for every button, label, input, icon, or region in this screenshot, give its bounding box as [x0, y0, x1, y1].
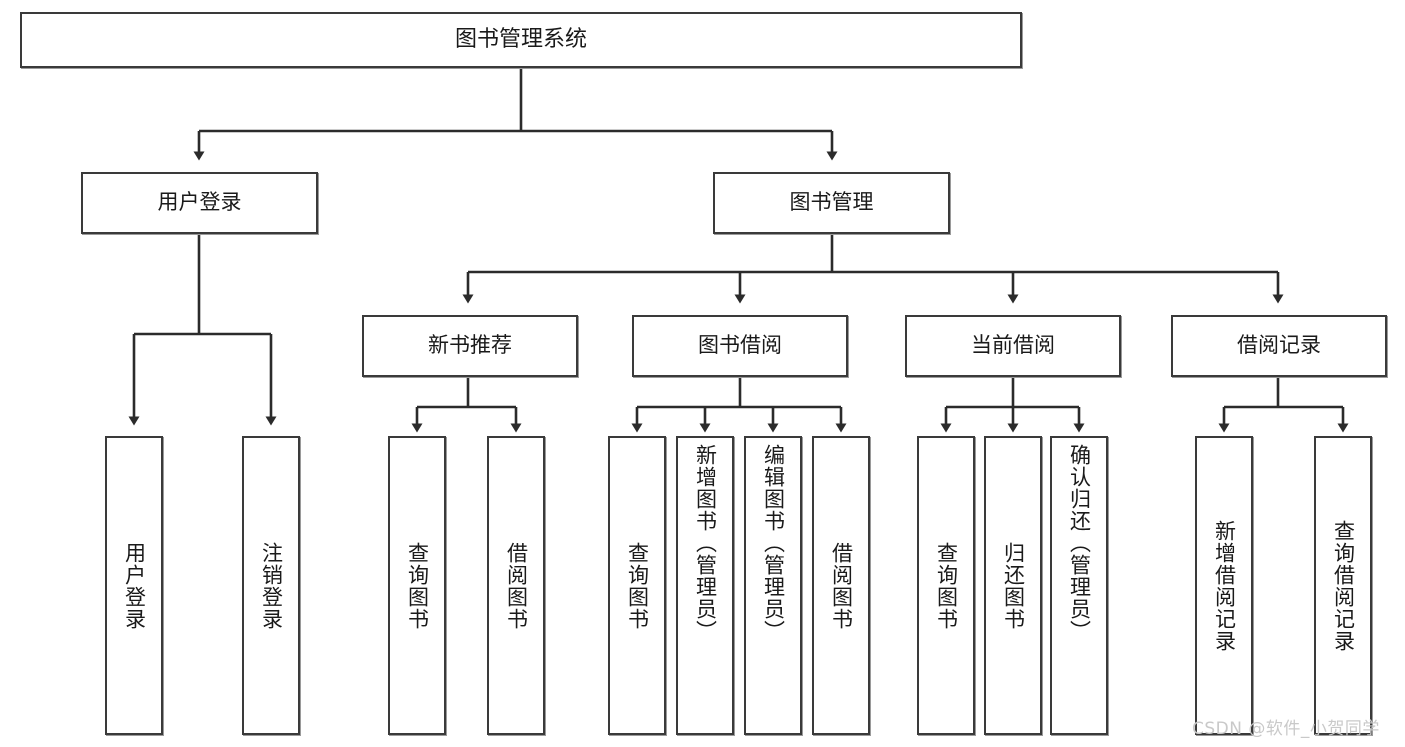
leaf-borrow-book[interactable]: 借阅图书	[812, 436, 870, 735]
leaf-query-book-recommend[interactable]: 查询图书	[388, 436, 446, 735]
leaf-add-borrow-record[interactable]: 新增借阅记录	[1195, 436, 1253, 735]
leaf-user-login[interactable]: 用户登录	[105, 436, 163, 735]
node-book-management[interactable]: 图书管理	[713, 172, 950, 234]
csdn-watermark: CSDN @软件_小贺同学	[1192, 719, 1380, 739]
leaf-user-logout[interactable]: 注销登录	[242, 436, 300, 735]
node-label: 图书管理	[789, 190, 874, 215]
node-label: 用户登录	[122, 541, 147, 630]
leaf-edit-book-admin[interactable]: 编辑图书（管理员）	[744, 436, 802, 735]
leaf-query-book-current[interactable]: 查询图书	[917, 436, 975, 735]
node-user-login[interactable]: 用户登录	[81, 172, 318, 234]
node-book-borrowing[interactable]: 图书借阅	[632, 315, 848, 377]
leaf-query-borrow-record[interactable]: 查询借阅记录	[1314, 436, 1372, 735]
leaf-return-book[interactable]: 归还图书	[984, 436, 1042, 735]
node-label: 查询图书	[934, 541, 959, 630]
node-label: 查询图书	[625, 541, 650, 630]
node-root-book-management-system[interactable]: 图书管理系统	[20, 12, 1022, 68]
node-label: 借阅记录	[1237, 333, 1321, 358]
node-current-borrowing[interactable]: 当前借阅	[905, 315, 1121, 377]
node-label: 当前借阅	[971, 333, 1055, 358]
leaf-add-book-admin[interactable]: 新增图书（管理员）	[676, 436, 734, 735]
node-label: 归还图书	[1001, 541, 1026, 630]
node-label: 借阅图书	[504, 541, 529, 630]
node-label: 借阅图书	[829, 541, 854, 630]
leaf-confirm-return-admin[interactable]: 确认归还（管理员）	[1050, 436, 1108, 735]
node-label: 图书管理系统	[454, 26, 587, 52]
node-label: 查询借阅记录	[1331, 519, 1356, 652]
node-label: 新增借阅记录	[1212, 519, 1237, 652]
node-label: 用户登录	[157, 190, 242, 215]
node-new-book-recommendation[interactable]: 新书推荐	[362, 315, 578, 377]
node-label: 查询图书	[405, 541, 430, 630]
node-borrowing-record[interactable]: 借阅记录	[1171, 315, 1387, 377]
node-label: 图书借阅	[698, 333, 782, 358]
leaf-query-book-borrowing[interactable]: 查询图书	[608, 436, 666, 735]
node-label: 确认归还（管理员）	[1067, 444, 1092, 642]
node-label: 注销登录	[259, 541, 284, 630]
node-label: 新增图书（管理员）	[693, 444, 718, 642]
node-label: 编辑图书（管理员）	[761, 444, 786, 642]
node-label: 新书推荐	[428, 333, 512, 358]
leaf-borrow-book-recommend[interactable]: 借阅图书	[487, 436, 545, 735]
